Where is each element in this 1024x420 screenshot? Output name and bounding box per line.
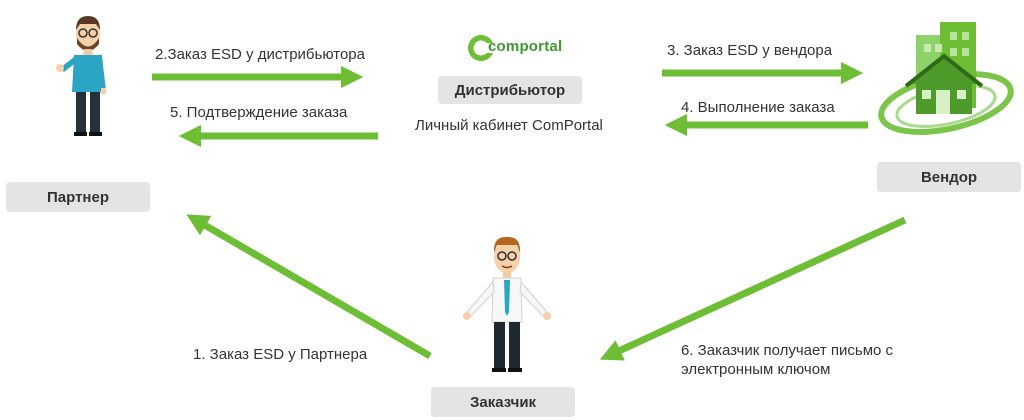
step2-label: 2.Заказ ESD у дистрибьютора bbox=[155, 46, 365, 63]
partner-person-icon bbox=[56, 16, 106, 136]
role-distributor: Дистрибьютор bbox=[438, 76, 582, 104]
role-customer: Заказчик bbox=[431, 387, 575, 417]
step6-label-line1: 6. Заказчик получает письмо с bbox=[681, 342, 894, 359]
comportal-logo-text: comportal bbox=[488, 38, 563, 55]
distributor-caption: Личный кабинет ComPortal bbox=[415, 117, 603, 134]
step4-label: 4. Выполнение заказа bbox=[681, 99, 835, 116]
step5-label: 5. Подтверждение заказа bbox=[170, 104, 348, 121]
role-vendor: Вендор bbox=[877, 162, 1021, 192]
step3-label: 3. Заказ ESD у вендора bbox=[667, 42, 833, 59]
customer-person-icon bbox=[463, 236, 551, 372]
step1-label: 1. Заказ ESD у Партнера bbox=[193, 346, 368, 363]
step6-label-line2: электронным ключом bbox=[681, 361, 831, 378]
role-partner: Партнер bbox=[6, 182, 150, 212]
arrow-step6 bbox=[599, 216, 907, 361]
arrow-step1 bbox=[186, 214, 432, 360]
comportal-logo-icon bbox=[468, 35, 495, 61]
vendor-building-icon bbox=[878, 22, 1014, 135]
